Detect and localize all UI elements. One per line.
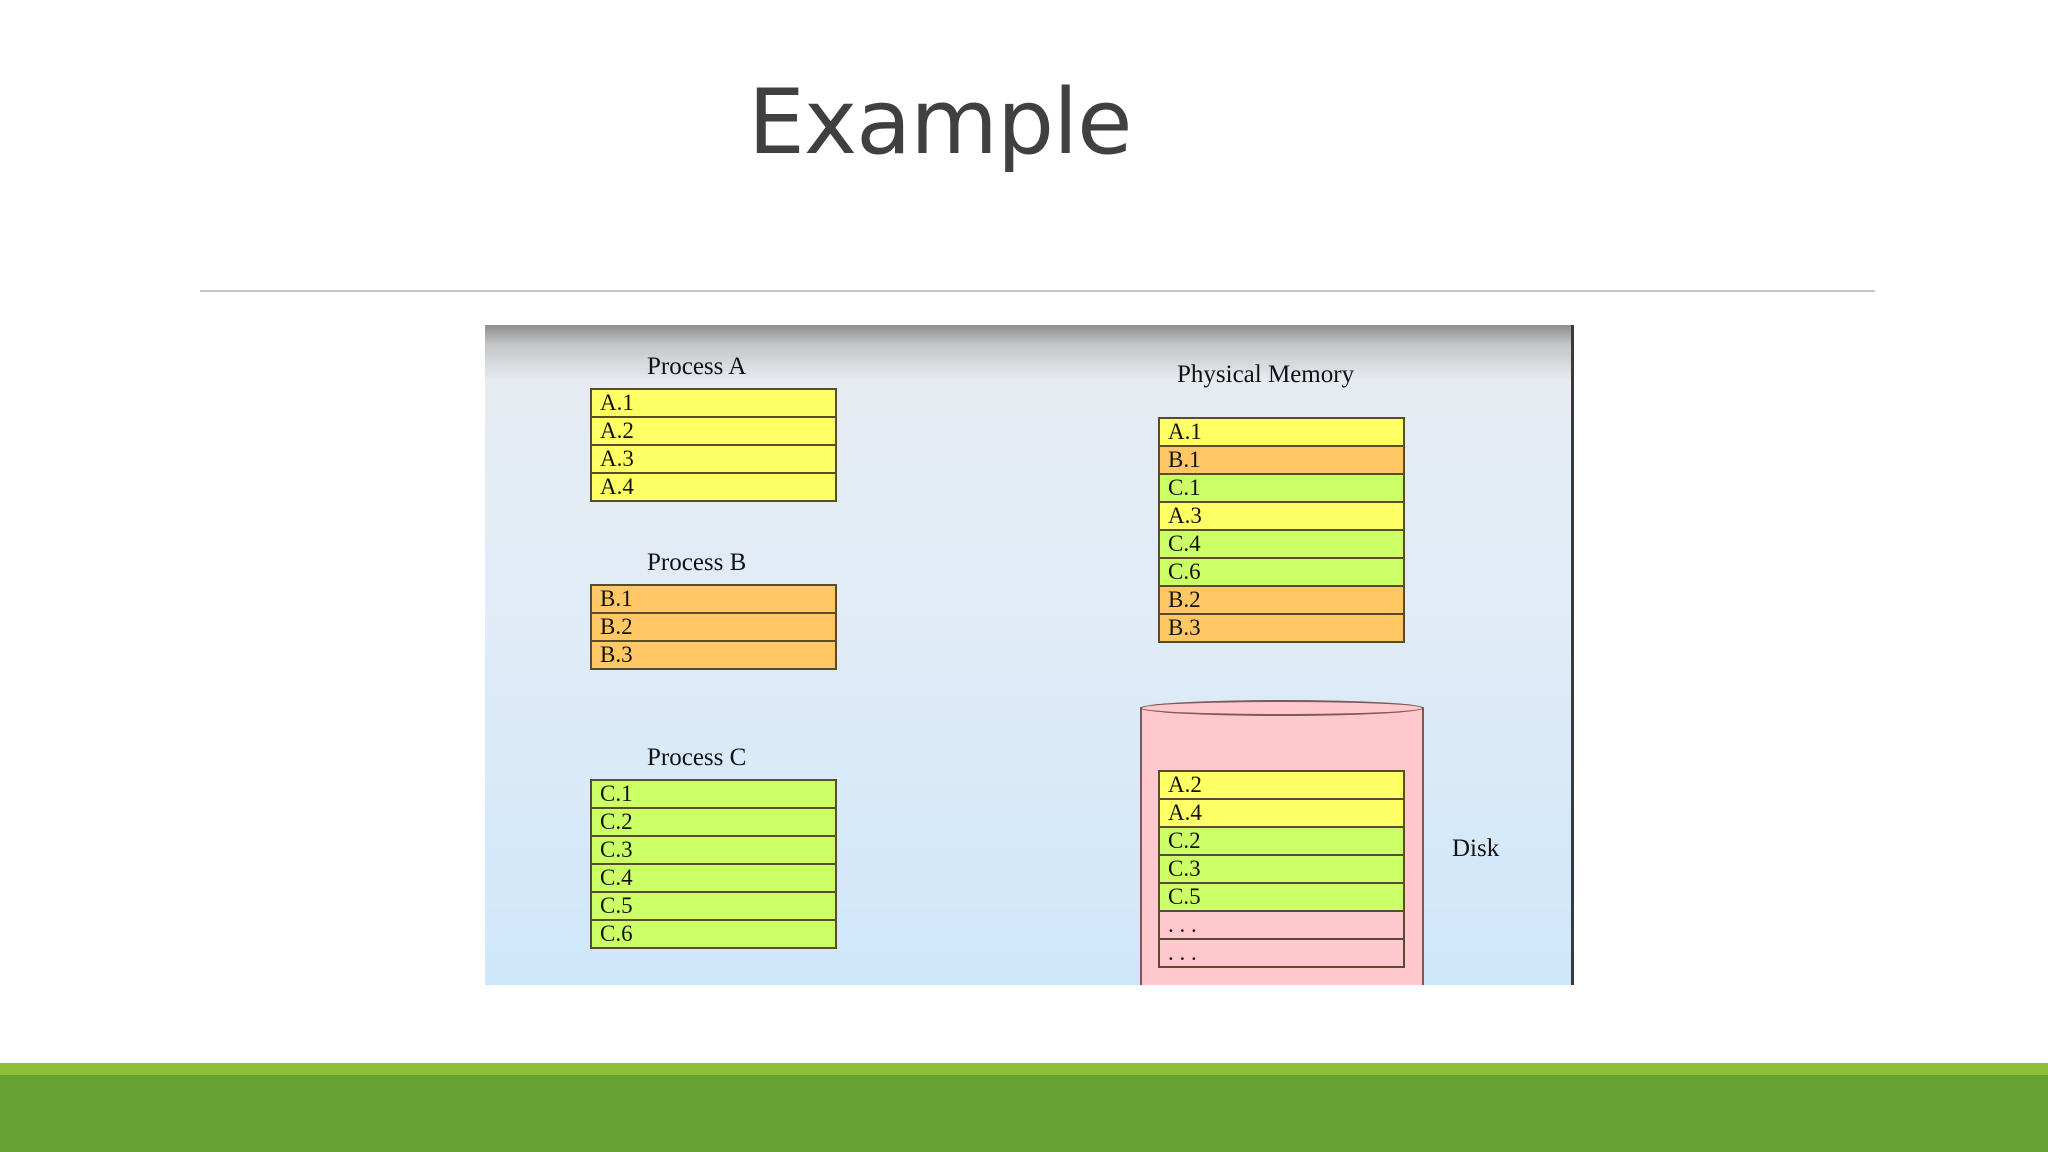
page-cell: . . . <box>1158 912 1405 940</box>
process-c-label: Process C <box>647 744 747 771</box>
page-cell: C.6 <box>590 921 837 949</box>
page-cell: C.3 <box>1158 856 1405 884</box>
physical-memory-label: Physical Memory <box>1177 361 1355 388</box>
page-cell: A.3 <box>590 446 837 474</box>
footer-accent-bar <box>0 1063 2048 1075</box>
page-cell: C.3 <box>590 837 837 865</box>
disk-cylinder-top <box>1140 700 1424 716</box>
page-cell: A.1 <box>590 390 837 418</box>
page-cell: B.2 <box>1158 587 1405 615</box>
page-cell: C.2 <box>1158 828 1405 856</box>
page-cell: A.2 <box>1158 772 1405 800</box>
page-cell: C.5 <box>590 893 837 921</box>
process-b-label: Process B <box>647 549 747 576</box>
page-cell: C.4 <box>1158 531 1405 559</box>
disk-label: Disk <box>1452 835 1500 862</box>
page-cell: C.1 <box>590 781 837 809</box>
slide-title: Example <box>748 70 1132 175</box>
page-cell: B.3 <box>590 642 837 670</box>
page-cell: A.4 <box>1158 800 1405 828</box>
page-cell: A.4 <box>590 474 837 502</box>
page-cell: . . . <box>1158 940 1405 968</box>
page-cell: B.2 <box>590 614 837 642</box>
page-cell: C.4 <box>590 865 837 893</box>
title-divider <box>200 290 1875 292</box>
page-cell: B.3 <box>1158 615 1405 643</box>
process-a-label: Process A <box>647 353 747 380</box>
page-cell: A.1 <box>1158 419 1405 447</box>
page-cell: C.5 <box>1158 884 1405 912</box>
page-cell: B.1 <box>1158 447 1405 475</box>
page-cell: C.2 <box>590 809 837 837</box>
page-cell: C.1 <box>1158 475 1405 503</box>
footer-bar <box>0 1075 2048 1152</box>
page-cell: C.6 <box>1158 559 1405 587</box>
page-cell: A.2 <box>590 418 837 446</box>
page-cell: A.3 <box>1158 503 1405 531</box>
page-cell: B.1 <box>590 586 837 614</box>
